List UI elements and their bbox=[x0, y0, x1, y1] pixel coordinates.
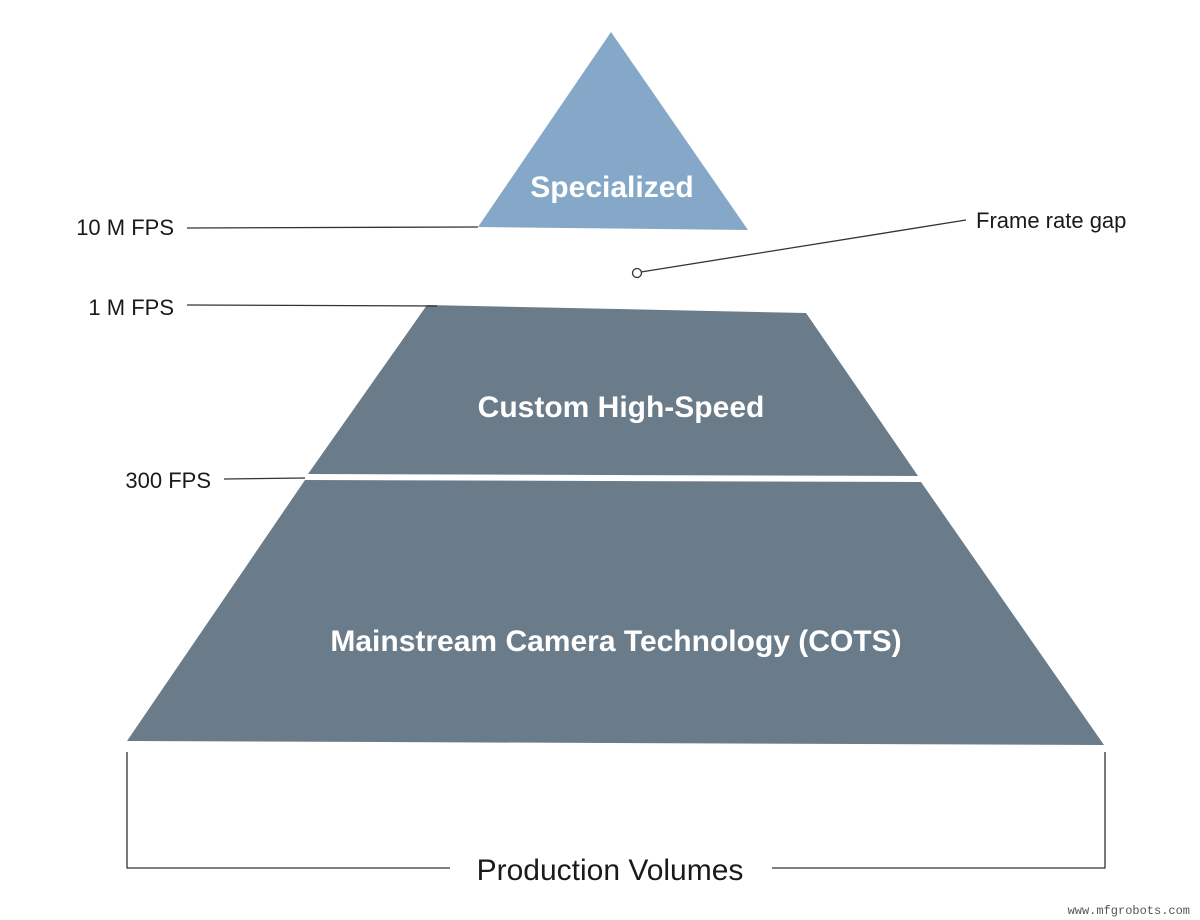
tier-mainstream-label: Mainstream Camera Technology (COTS) bbox=[330, 625, 901, 658]
callout-marker bbox=[631, 267, 643, 279]
threshold-10m-label: 10 M FPS bbox=[76, 215, 174, 240]
production-volumes-label: Production Volumes bbox=[477, 854, 744, 887]
tier-specialized-label: Specialized bbox=[530, 171, 693, 204]
threshold-300-leader bbox=[223, 477, 306, 480]
watermark: www.mfgrobots.com bbox=[1068, 904, 1190, 918]
tier-custom-high-speed bbox=[308, 305, 918, 476]
volume-bracket-left bbox=[126, 752, 450, 869]
callout-leader bbox=[640, 219, 967, 273]
threshold-300-label: 300 FPS bbox=[125, 468, 211, 493]
tier-mainstream bbox=[127, 480, 1104, 745]
tier-specialized bbox=[478, 32, 748, 230]
threshold-10m-leader bbox=[186, 226, 479, 229]
volume-bracket-right bbox=[772, 752, 1106, 869]
tier-custom-high-speed-label: Custom High-Speed bbox=[478, 391, 765, 424]
callout-label: Frame rate gap bbox=[976, 208, 1126, 233]
threshold-1m-leader bbox=[186, 304, 438, 307]
threshold-1m-label: 1 M FPS bbox=[88, 295, 174, 320]
